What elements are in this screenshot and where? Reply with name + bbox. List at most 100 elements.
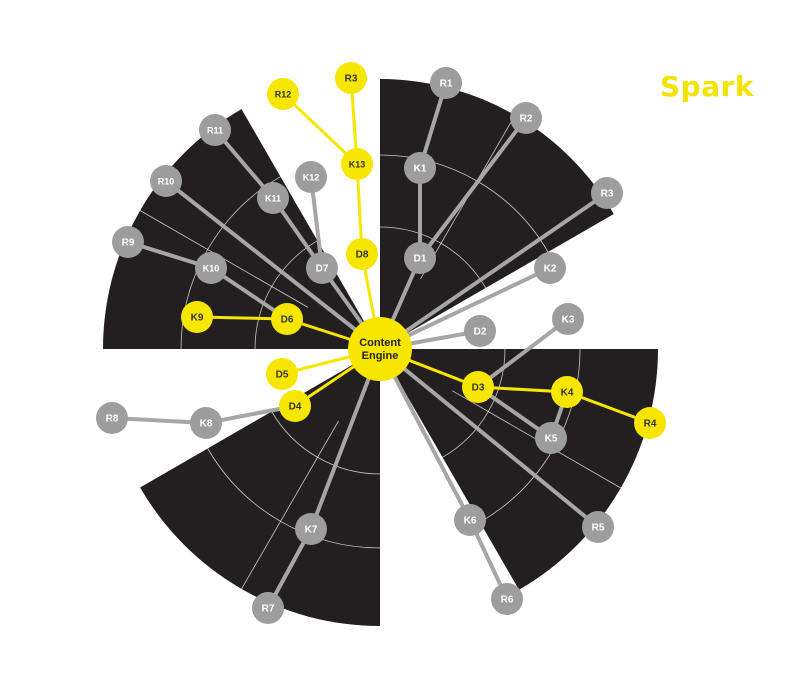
node-circle — [346, 238, 378, 270]
node-circle — [112, 226, 144, 258]
node-label: K6 — [464, 516, 477, 527]
node-circle — [634, 407, 666, 439]
node-circle — [462, 371, 494, 403]
node-circle — [430, 67, 462, 99]
node-k4[interactable]: K4 — [551, 376, 583, 408]
node-d8[interactable]: D8 — [346, 238, 378, 270]
node-circle — [181, 301, 213, 333]
node-label: R3 — [601, 189, 614, 200]
node-d3[interactable]: D3 — [462, 371, 494, 403]
node-k7[interactable]: K7 — [295, 513, 327, 545]
edge-ce-r3b — [378, 191, 609, 351]
node-circle — [257, 182, 289, 214]
sector-bottom — [140, 349, 380, 626]
node-label: K13 — [349, 160, 366, 170]
node-label: D6 — [281, 315, 294, 326]
node-label: R7 — [262, 604, 275, 615]
node-label: R6 — [501, 595, 514, 606]
node-r9[interactable]: R9 — [112, 226, 144, 258]
node-label: R2 — [520, 114, 533, 125]
node-label: K1 — [414, 164, 427, 175]
edge-d3-k3 — [476, 317, 570, 389]
node-circle — [271, 303, 303, 335]
node-d5[interactable]: D5 — [266, 358, 298, 390]
node-label: D8 — [356, 250, 369, 261]
node-circle — [551, 376, 583, 408]
node-label: K5 — [545, 434, 558, 445]
node-d7[interactable]: D7 — [306, 252, 338, 284]
node-d4[interactable]: D4 — [279, 390, 311, 422]
node-label: R10 — [158, 177, 175, 187]
hub-label-line-1: Content — [359, 337, 401, 349]
sector-bottom-divider — [241, 420, 339, 590]
edge-ce-k6 — [378, 347, 472, 522]
node-r6[interactable]: R6 — [491, 583, 523, 615]
node-circle — [582, 511, 614, 543]
node-label: R11 — [207, 126, 223, 136]
node-label: R4 — [644, 419, 657, 430]
node-circle — [295, 161, 327, 193]
node-circle — [454, 504, 486, 536]
node-circle — [404, 152, 436, 184]
node-r2[interactable]: R2 — [510, 102, 542, 134]
node-label: R1 — [440, 79, 453, 90]
node-k1[interactable]: K1 — [404, 152, 436, 184]
node-circle — [267, 78, 299, 110]
node-r3b[interactable]: R3 — [591, 177, 623, 209]
node-k2[interactable]: K2 — [534, 252, 566, 284]
node-k12[interactable]: K12 — [295, 161, 327, 193]
node-r12[interactable]: R12 — [267, 78, 299, 110]
node-label: K7 — [305, 525, 318, 536]
node-circle — [150, 165, 182, 197]
node-k5[interactable]: K5 — [535, 422, 567, 454]
node-circle — [341, 148, 373, 180]
node-label: D4 — [289, 402, 302, 413]
edge-ce-k7 — [309, 347, 382, 531]
node-circle — [552, 303, 584, 335]
node-label: K8 — [200, 419, 213, 430]
hub-label-line-2: Engine — [362, 350, 399, 362]
node-circle — [295, 513, 327, 545]
node-r3a[interactable]: R3 — [335, 62, 367, 94]
node-r7[interactable]: R7 — [252, 592, 284, 624]
node-label: R8 — [106, 414, 119, 425]
node-d6[interactable]: D6 — [271, 303, 303, 335]
node-circle — [510, 102, 542, 134]
node-label: D3 — [472, 383, 485, 394]
node-label: K12 — [303, 173, 320, 183]
node-circle — [266, 358, 298, 390]
sector-top-right — [380, 79, 614, 349]
node-r8[interactable]: R8 — [96, 402, 128, 434]
node-r1[interactable]: R1 — [430, 67, 462, 99]
hub-circle — [348, 317, 412, 381]
node-circle — [464, 315, 496, 347]
edge-d1-r2 — [418, 116, 528, 260]
edge-k13-r12 — [281, 92, 359, 166]
node-d2[interactable]: D2 — [464, 315, 496, 347]
edge-ce-r10 — [164, 179, 382, 351]
node-k3[interactable]: K3 — [552, 303, 584, 335]
node-d1[interactable]: D1 — [404, 242, 436, 274]
node-k13[interactable]: K13 — [341, 148, 373, 180]
node-circle — [534, 252, 566, 284]
node-r5[interactable]: R5 — [582, 511, 614, 543]
node-k11[interactable]: K11 — [257, 182, 289, 214]
node-circle — [96, 402, 128, 434]
node-r11[interactable]: R11 — [199, 114, 231, 146]
node-label: R9 — [122, 238, 135, 249]
node-circle — [491, 583, 523, 615]
node-r10[interactable]: R10 — [150, 165, 182, 197]
node-k8[interactable]: K8 — [190, 407, 222, 439]
node-k9[interactable]: K9 — [181, 301, 213, 333]
node-k6[interactable]: K6 — [454, 504, 486, 536]
node-k10[interactable]: K10 — [195, 252, 227, 284]
node-label: D7 — [316, 264, 329, 275]
node-label: K4 — [561, 388, 574, 399]
node-circle — [195, 252, 227, 284]
node-circle — [252, 592, 284, 624]
node-r4[interactable]: R4 — [634, 407, 666, 439]
